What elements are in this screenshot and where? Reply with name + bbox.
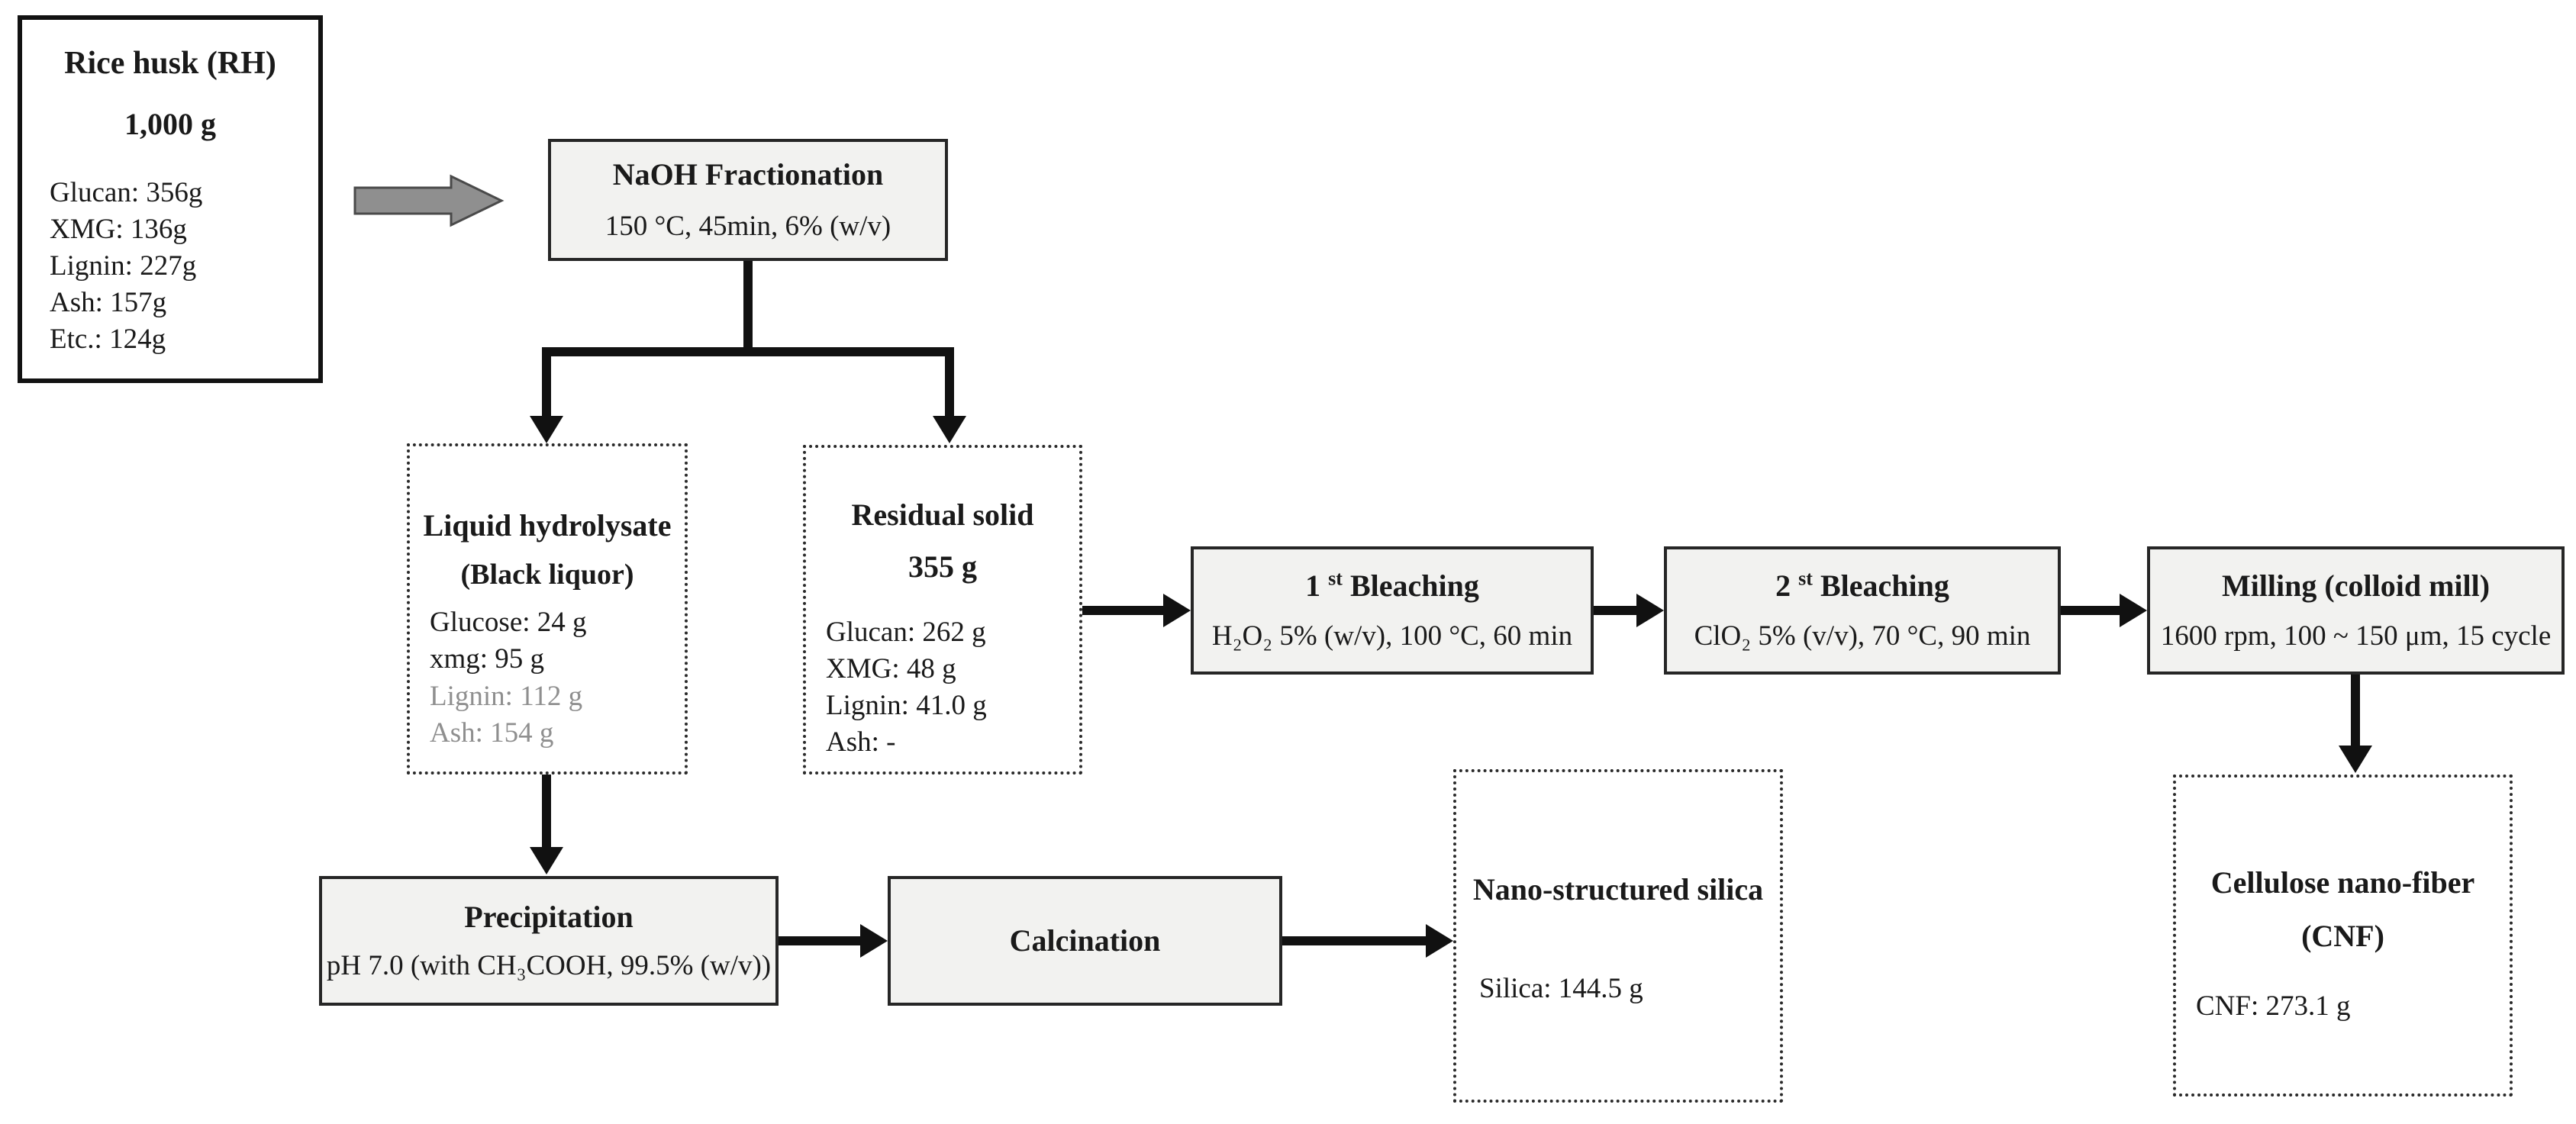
composition-line: Lignin: 227g	[50, 250, 197, 282]
second-bleaching-title: 2 st Bleaching	[1775, 566, 1949, 606]
second-bleaching-conditions: ClO₂ 5% (v/v), 70 °C, 90 min	[1694, 620, 2031, 652]
arrow-precipitation-to-calcination-shaft	[779, 936, 862, 945]
arrow-liquid-to-precipitation-head-icon	[530, 847, 563, 874]
liquid-hydrolysate-composition: Glucose: 24 g xmg: 95 g Lignin: 112 g As…	[410, 604, 685, 751]
cnf-box: Cellulose nano-fiber (CNF) CNF: 273.1 g	[2173, 775, 2513, 1097]
composition-line: XMG: 48 g	[826, 653, 956, 685]
rice-husk-box: Rice husk (RH) 1,000 g Glucan: 356g XMG:…	[18, 15, 323, 383]
residual-solid-amount: 355 g	[908, 549, 977, 584]
calcination-box: Calcination	[888, 876, 1282, 1006]
rice-husk-composition: Glucan: 356g XMG: 136g Lignin: 227g Ash:…	[22, 175, 318, 358]
arrow-milling-to-cnf-head-icon	[2339, 746, 2372, 773]
arrow-to-residual-shaft	[945, 347, 954, 416]
arrow-to-residual-head-icon	[933, 416, 966, 443]
composition-line: Ash: 157g	[50, 286, 167, 318]
milling-title: Milling (colloid mill)	[2221, 568, 2491, 603]
naoh-conditions: 150 °C, 45min, 6% (w/v)	[605, 210, 891, 242]
naoh-fractionation-box: NaOH Fractionation 150 °C, 45min, 6% (w/…	[548, 139, 948, 261]
block-arrow-right-icon	[353, 174, 505, 227]
arrow-bleach2-to-milling-shaft	[2061, 606, 2121, 615]
arrow-calcination-to-silica-head-icon	[1426, 924, 1453, 958]
nano-silica-amount: Silica: 144.5 g	[1479, 973, 1643, 1004]
cnf-title: Cellulose nano-fiber	[2210, 865, 2475, 900]
residual-solid-composition: Glucan: 262 g XMG: 48 g Lignin: 41.0 g A…	[806, 614, 1079, 761]
cnf-amount: CNF: 273.1 g	[2196, 990, 2351, 1022]
arrow-residual-to-bleach1-head-icon	[1163, 594, 1191, 627]
precipitation-box: Precipitation pH 7.0 (with CH₃COOH, 99.5…	[319, 876, 779, 1006]
liquid-hydrolysate-subtitle: (Black liquor)	[460, 559, 634, 591]
arrow-bleach2-to-milling-head-icon	[2120, 594, 2147, 627]
cnf-subtitle: (CNF)	[2301, 919, 2384, 953]
arrow-calcination-to-silica-shaft	[1282, 936, 1427, 945]
composition-line: Ash: -	[826, 726, 896, 758]
precipitation-title: Precipitation	[464, 899, 634, 934]
composition-line: Lignin: 112 g	[430, 680, 583, 712]
nano-silica-box: Nano-structured silica Silica: 144.5 g	[1453, 769, 1783, 1103]
arrow-to-liquid-head-icon	[530, 416, 563, 443]
splitter-stem-line	[743, 261, 753, 352]
bleach1-ordinal: st	[1328, 567, 1343, 590]
composition-line: Glucose: 24 g	[430, 607, 587, 639]
nano-silica-title: Nano-structured silica	[1472, 872, 1764, 907]
arrow-bleach1-to-bleach2-head-icon	[1636, 594, 1664, 627]
first-bleaching-box: 1 st Bleaching H₂O₂ 5% (w/v), 100 °C, 60…	[1191, 546, 1594, 675]
first-bleaching-conditions: H₂O₂ 5% (w/v), 100 °C, 60 min	[1211, 620, 1573, 652]
arrow-liquid-to-precipitation-shaft	[542, 775, 551, 847]
rice-husk-title: Rice husk (RH)	[64, 46, 276, 81]
bleach2-ordinal: st	[1798, 567, 1813, 590]
bleach2-name: Bleaching	[1820, 568, 1949, 603]
composition-line: XMG: 136g	[50, 213, 187, 245]
liquid-hydrolysate-title: Liquid hydrolysate	[423, 508, 672, 543]
arrow-milling-to-cnf-shaft	[2351, 675, 2360, 746]
bleach1-name: Bleaching	[1349, 568, 1479, 603]
splitter-bar-line	[542, 347, 954, 356]
first-bleaching-title: 1 st Bleaching	[1305, 566, 1479, 606]
precipitation-conditions: pH 7.0 (with CH₃COOH, 99.5% (w/v))	[326, 949, 772, 981]
arrow-to-liquid-shaft	[542, 347, 551, 416]
arrow-bleach1-to-bleach2-shaft	[1594, 606, 1638, 615]
arrow-precipitation-to-calcination-head-icon	[860, 924, 888, 958]
rice-husk-amount: 1,000 g	[124, 106, 216, 141]
liquid-hydrolysate-box: Liquid hydrolysate (Black liquor) Glucos…	[407, 443, 688, 775]
composition-line: Glucan: 262 g	[826, 617, 986, 648]
composition-line: Ash: 154 g	[430, 717, 554, 749]
second-bleaching-box: 2 st Bleaching ClO₂ 5% (v/v), 70 °C, 90 …	[1664, 546, 2061, 675]
bleach1-number: 1	[1305, 568, 1321, 603]
composition-line: Lignin: 41.0 g	[826, 690, 987, 722]
milling-conditions: 1600 rpm, 100 ~ 150 μm, 15 cycle	[2160, 620, 2552, 652]
composition-line: xmg: 95 g	[430, 643, 545, 675]
residual-solid-box: Residual solid 355 g Glucan: 262 g XMG: …	[803, 445, 1082, 775]
bleach2-number: 2	[1775, 568, 1791, 603]
arrow-residual-to-bleach1-shaft	[1082, 606, 1165, 615]
calcination-title: Calcination	[1009, 923, 1161, 958]
naoh-title: NaOH Fractionation	[612, 156, 884, 192]
milling-box: Milling (colloid mill) 1600 rpm, 100 ~ 1…	[2147, 546, 2565, 675]
residual-solid-title: Residual solid	[851, 498, 1034, 532]
composition-line: Etc.: 124g	[50, 323, 166, 355]
composition-line: Glucan: 356g	[50, 176, 203, 208]
